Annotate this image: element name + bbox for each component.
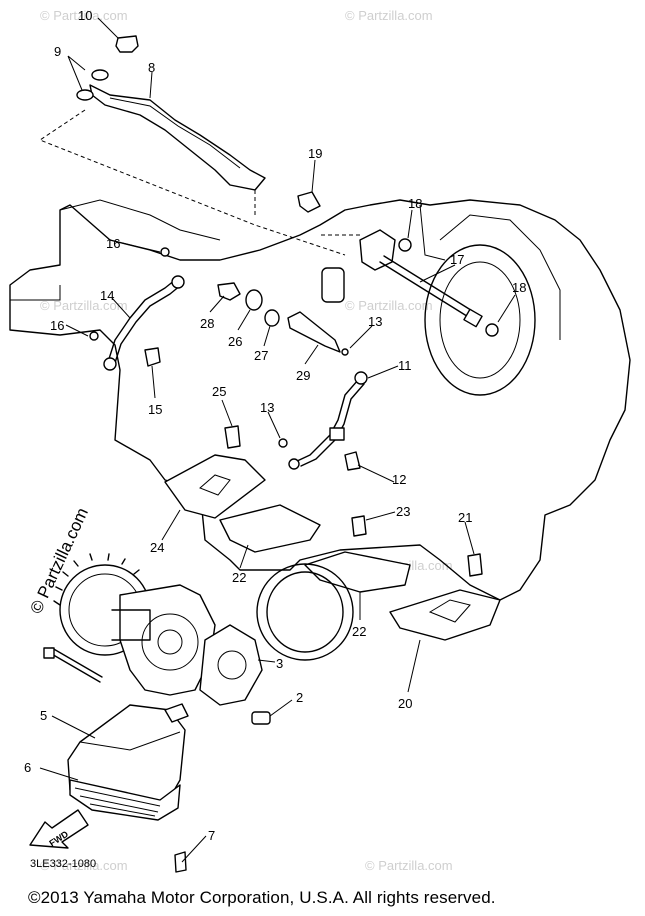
crankcase xyxy=(9,199,631,601)
callout-14: 14 xyxy=(100,288,114,303)
part-28-bolt xyxy=(217,282,241,301)
callout-3: 3 xyxy=(276,656,283,671)
leader-lines xyxy=(38,109,360,256)
callout-19: 19 xyxy=(308,146,322,161)
callout-7: 7 xyxy=(208,828,215,843)
part-20-plate xyxy=(389,589,501,641)
callout-13-a: 13 xyxy=(368,314,382,329)
part-14-end-a xyxy=(171,275,185,289)
callout-27: 27 xyxy=(254,348,268,363)
callout-22-a: 22 xyxy=(232,570,246,585)
callout-9: 9 xyxy=(54,44,61,59)
part-9-washer-b xyxy=(76,89,94,101)
fwd-arrow: FWD xyxy=(29,809,89,849)
part-6-screen xyxy=(69,779,181,821)
part-17-pipe-end xyxy=(463,308,483,328)
fwd-arrow-shape xyxy=(29,809,89,849)
part-23-bolt xyxy=(351,515,367,537)
part-22-plate-a xyxy=(219,504,321,553)
part-13-plug-b xyxy=(278,438,288,448)
callout-25: 25 xyxy=(212,384,226,399)
callout-6: 6 xyxy=(24,760,31,775)
part-16-plug-b xyxy=(89,331,99,341)
crankcase-boss xyxy=(321,267,345,303)
part-18-oring-b xyxy=(485,323,499,337)
callout-16-b: 16 xyxy=(50,318,64,333)
callout-leaders xyxy=(39,17,516,863)
oil-strainer xyxy=(67,703,189,873)
part-3-pump-cover xyxy=(199,624,263,706)
part-22-plate-b xyxy=(304,551,411,593)
callout-20: 20 xyxy=(398,696,412,711)
callout-21: 21 xyxy=(458,510,472,525)
callout-12: 12 xyxy=(392,472,406,487)
exploded-parts-diagram: © Partzilla.com © Partzilla.com © Partzi… xyxy=(9,8,631,873)
callout-5: 5 xyxy=(40,708,47,723)
callout-22-b: 22 xyxy=(352,624,366,639)
callout-10: 10 xyxy=(78,8,92,23)
callout-18-b: 18 xyxy=(512,280,526,295)
part-17-19-assembly xyxy=(297,191,499,337)
part-17-union xyxy=(359,229,396,271)
part-11-end-a xyxy=(354,371,368,385)
callout-11: 11 xyxy=(398,358,412,373)
part-9-washer-a xyxy=(91,69,109,81)
part-11-bracket xyxy=(329,427,345,441)
part-21-bolt xyxy=(467,553,483,577)
diagram-code: 3LE332-1080 xyxy=(30,858,97,870)
part-26-washer xyxy=(245,289,263,311)
part-27-washer xyxy=(264,309,280,327)
pump-bolt xyxy=(43,647,55,659)
watermark-mid-right: © Partzilla.com xyxy=(345,298,433,313)
copyright-notice: ©2013 Yamaha Motor Corporation, U.S.A. A… xyxy=(28,888,496,907)
baffle-plates xyxy=(164,454,501,641)
crank-ring xyxy=(256,563,354,661)
callout-15: 15 xyxy=(148,402,162,417)
part-11-end-b xyxy=(288,458,300,470)
callout-23: 23 xyxy=(396,504,410,519)
part-16-plug-a xyxy=(160,247,170,257)
part-13-plug-a xyxy=(341,348,349,356)
watermark-mid-left: © Partzilla.com xyxy=(40,298,128,313)
part-18-oring-a xyxy=(398,238,412,252)
watermark-vertical: © Partzilla.com xyxy=(26,505,92,617)
part-2-dowel xyxy=(251,711,271,725)
part-14-end-b xyxy=(103,357,117,371)
callout-8: 8 xyxy=(148,60,155,75)
oil-pump-assembly xyxy=(43,553,271,725)
watermark-top-left: © Partzilla.com xyxy=(40,8,128,23)
part-19-bolt xyxy=(297,191,321,213)
part-7-screw xyxy=(174,851,187,873)
callout-17: 17 xyxy=(450,252,464,267)
callout-16-a: 16 xyxy=(106,236,120,251)
shaft-assembly xyxy=(217,282,349,356)
part-29-shaft xyxy=(287,311,341,353)
part-10-bolt xyxy=(115,35,139,53)
part-11-oil-pipe xyxy=(224,371,368,471)
callout-18-a: 18 xyxy=(408,196,422,211)
watermark-top-right: © Partzilla.com xyxy=(345,8,433,23)
callout-2: 2 xyxy=(296,690,303,705)
callout-13-b: 13 xyxy=(260,400,274,415)
part-8-oil-pipe xyxy=(76,35,266,191)
callout-28: 28 xyxy=(200,316,214,331)
part-24-plate xyxy=(164,454,266,519)
watermark-bottom-right: © Partzilla.com xyxy=(365,858,453,873)
callout-26: 26 xyxy=(228,334,242,349)
callout-24: 24 xyxy=(150,540,164,555)
watermark-bottom-left: © Partzilla.com xyxy=(40,858,128,873)
part-14-oil-pipe xyxy=(89,247,185,371)
part-15-bolt xyxy=(144,347,161,367)
callout-labels: 10 9 8 19 18 17 18 16 14 16 28 26 27 29 … xyxy=(24,8,526,843)
part-25-bolt xyxy=(224,425,241,449)
callout-29: 29 xyxy=(296,368,310,383)
part-12-bolt xyxy=(344,451,361,471)
